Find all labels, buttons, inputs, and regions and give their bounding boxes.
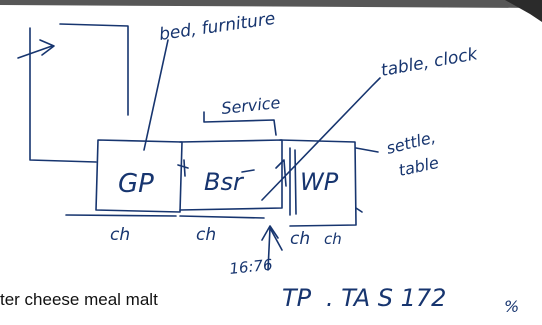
- wp-room-box: [279, 139, 357, 227]
- top-left-line: [59, 23, 129, 116]
- small-mark: [355, 207, 363, 213]
- label-room-bsr: Bsr: [204, 168, 245, 196]
- label-1676: 16:76: [229, 256, 274, 278]
- label-tas: . TA S 172: [326, 284, 446, 312]
- label-room-wp: WP: [300, 168, 339, 196]
- label-ch-3: ch: [290, 229, 310, 249]
- label-settle: settle,: [384, 127, 437, 158]
- leader-settle-table: [355, 147, 379, 153]
- label-service: Service: [220, 93, 281, 118]
- door-mark-wp: [275, 159, 287, 187]
- bsr-room-box: [179, 139, 283, 211]
- label-room-gp: GP: [118, 169, 154, 199]
- label-table-clock: table, clock: [379, 44, 480, 81]
- stairs-mark: [269, 227, 283, 251]
- label-tp: TP: [282, 284, 312, 312]
- leader-table-clock: [261, 77, 381, 201]
- label-bed-furniture: bed, furniture: [158, 9, 277, 45]
- printed-text-line: ter cheese meal malt: [0, 290, 158, 309]
- label-ch-1: ch: [110, 225, 130, 245]
- label-table: table: [397, 153, 441, 180]
- leader-bed-furniture: [143, 39, 169, 151]
- gp-room-box: [95, 139, 183, 213]
- top-right-corner-shade: [505, 0, 542, 22]
- left-wall-line: [29, 27, 97, 163]
- label-ch-mark: ch: [324, 230, 342, 248]
- floor-line: [65, 214, 265, 219]
- top-shadow: [0, 0, 542, 8]
- door-mark-gp: [177, 159, 189, 177]
- entry-up-arrow: [261, 225, 279, 271]
- entry-arrow: [17, 39, 55, 59]
- label-tas-mark: %: [504, 297, 519, 316]
- label-ch-2: ch: [196, 225, 216, 245]
- door-mark-bsr: [241, 169, 255, 173]
- service-bracket: [203, 111, 277, 136]
- wp-inner-wall: [289, 147, 297, 216]
